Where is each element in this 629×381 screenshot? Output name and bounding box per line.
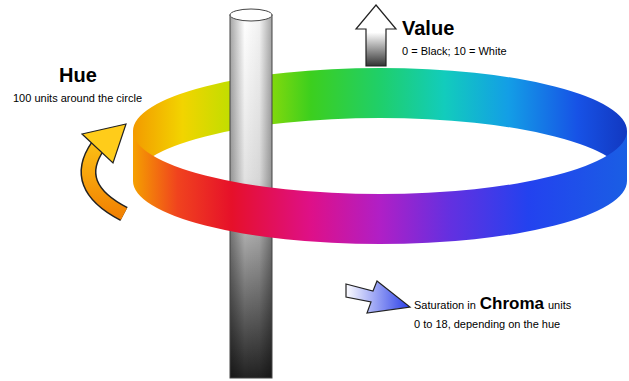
value-pole-top <box>230 9 272 21</box>
hue-arrow-head <box>82 124 126 163</box>
axis-note: Saturation in <box>414 299 476 311</box>
axis-title: Hue <box>59 64 97 87</box>
chroma-caption-line: Saturation in Chroma units <box>414 294 575 314</box>
hue-ring-front <box>133 131 627 244</box>
axis-note: 0 to 18, depending on the hue <box>414 318 560 331</box>
axis-note: 100 units around the circle <box>13 92 142 105</box>
axis-title: Chroma <box>480 294 544 314</box>
axis-note: 0 = Black; 10 = White <box>402 45 507 58</box>
axis-note: units <box>548 299 571 311</box>
axis-title: Value <box>402 17 454 40</box>
chroma-arrow <box>346 281 410 313</box>
value-arrow <box>356 5 396 66</box>
hue-ring-back <box>133 68 627 181</box>
